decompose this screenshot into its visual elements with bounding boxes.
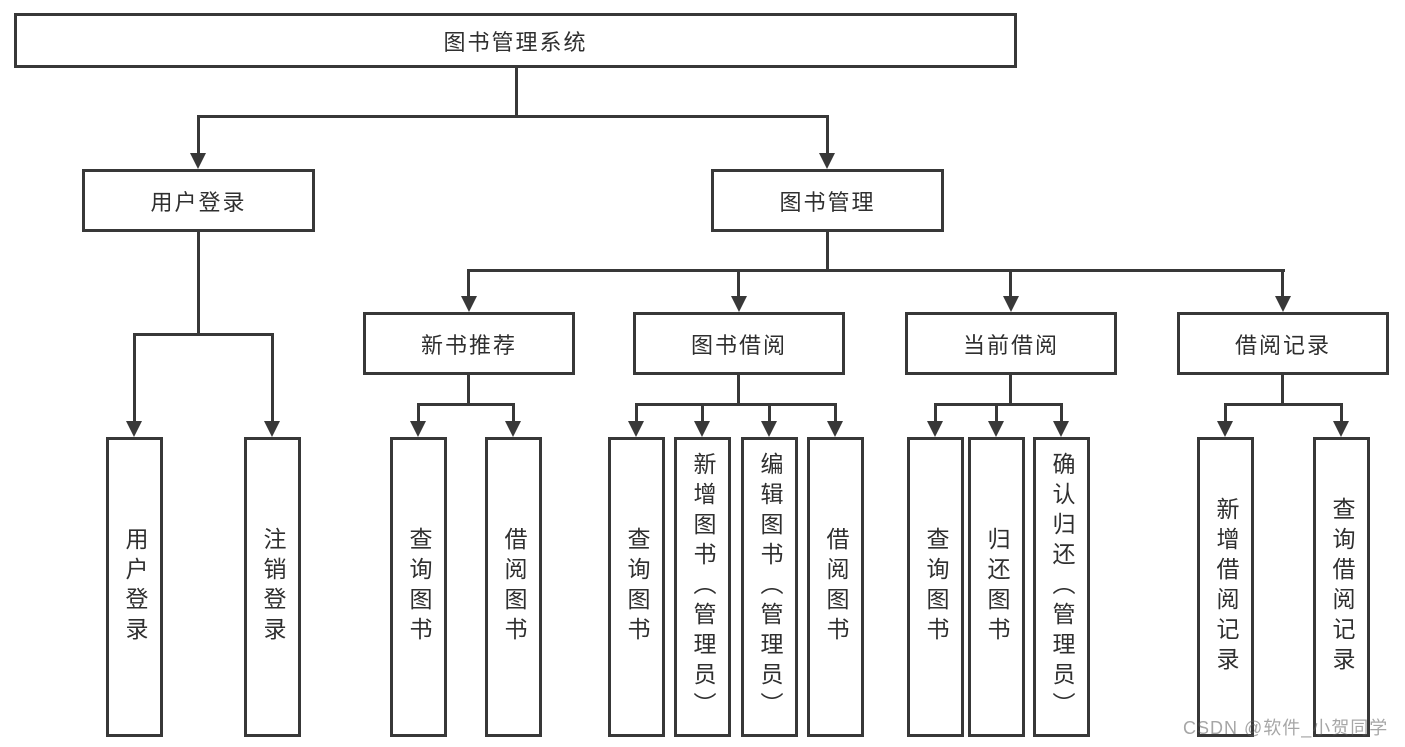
connector-cb-leaf3 xyxy=(1060,403,1063,424)
leaf-logout-label: 注销登录 xyxy=(260,527,286,647)
leaf-add-book-admin-label: 新增图书（管理员） xyxy=(690,452,716,722)
arrowhead-cb-leaf1 xyxy=(927,421,943,437)
connector-records-stem xyxy=(1281,375,1284,406)
connector-cb-leaf1 xyxy=(934,403,937,424)
arrowhead-new-book xyxy=(461,296,477,312)
leaf-query-books-borrowing: 查询图书 xyxy=(608,437,665,737)
connector-borrowing-stem xyxy=(737,375,740,406)
arrowhead-bb-leaf1 xyxy=(628,421,644,437)
leaf-confirm-return-admin-label: 确认归还（管理员） xyxy=(1049,452,1075,722)
connector-level1-bar xyxy=(197,115,829,118)
leaf-borrow-books-borrowing-label: 借阅图书 xyxy=(823,527,849,647)
leaf-user-login: 用户登录 xyxy=(106,437,163,737)
leaf-borrow-books-recommend-label: 借阅图书 xyxy=(501,527,527,647)
connector-bb-leaf3 xyxy=(768,403,771,424)
connector-newbook-stem xyxy=(467,375,470,406)
leaf-edit-book-admin: 编辑图书（管理员） xyxy=(741,437,798,737)
arrowhead-bb-leaf4 xyxy=(827,421,843,437)
connector-br-leaf2 xyxy=(1340,403,1343,424)
watermark: CSDN @软件_小贺同学 xyxy=(1183,718,1389,738)
connector-mgmt-stem xyxy=(826,231,829,272)
leaf-return-book-label: 归还图书 xyxy=(984,527,1010,647)
leaf-add-borrow-record: 新增借阅记录 xyxy=(1197,437,1254,737)
connector-to-borrow-records xyxy=(1281,269,1284,299)
connector-to-current-borrowing xyxy=(1009,269,1012,299)
arrowhead-cb-leaf2 xyxy=(988,421,1004,437)
connector-nb-leaf1 xyxy=(417,403,420,424)
leaf-query-books-borrowing-label: 查询图书 xyxy=(624,527,650,647)
arrowhead-nb-leaf1 xyxy=(410,421,426,437)
connector-nb-leaf2 xyxy=(512,403,515,424)
leaf-return-book: 归还图书 xyxy=(968,437,1025,737)
arrowhead-leaf-logout xyxy=(264,421,280,437)
connector-to-book-borrowing xyxy=(737,269,740,299)
connector-current-stem xyxy=(1009,375,1012,406)
connector-records-bar xyxy=(1224,403,1343,406)
leaf-query-borrow-record: 查询借阅记录 xyxy=(1313,437,1370,737)
arrowhead-current-borrowing xyxy=(1003,296,1019,312)
leaf-add-book-admin: 新增图书（管理员） xyxy=(674,437,731,737)
connector-borrowing-bar xyxy=(635,403,837,406)
arrowhead-bb-leaf3 xyxy=(761,421,777,437)
connector-current-bar xyxy=(934,403,1063,406)
connector-bb-leaf1 xyxy=(635,403,638,424)
node-root: 图书管理系统 xyxy=(14,13,1017,68)
connector-level3-bar xyxy=(467,269,1285,272)
leaf-query-books-current: 查询图书 xyxy=(907,437,964,737)
connector-newbook-bar xyxy=(417,403,515,406)
node-user-login: 用户登录 xyxy=(82,169,315,232)
node-new-book-recommendation: 新书推荐 xyxy=(363,312,575,375)
arrowhead-user-login xyxy=(190,153,206,169)
arrowhead-bb-leaf2 xyxy=(694,421,710,437)
connector-to-book-management xyxy=(826,115,829,157)
connector-to-new-book xyxy=(467,269,470,299)
node-current-borrowing: 当前借阅 xyxy=(905,312,1117,375)
leaf-query-borrow-record-label: 查询借阅记录 xyxy=(1329,497,1355,677)
connector-to-leaf-logout xyxy=(271,333,274,424)
leaf-borrow-books-borrowing: 借阅图书 xyxy=(807,437,864,737)
connector-cb-leaf2 xyxy=(995,403,998,424)
arrowhead-br-leaf2 xyxy=(1333,421,1349,437)
connector-login-bar xyxy=(133,333,274,336)
leaf-edit-book-admin-label: 编辑图书（管理员） xyxy=(757,452,783,722)
arrowhead-book-management xyxy=(819,153,835,169)
leaf-add-borrow-record-label: 新增借阅记录 xyxy=(1213,497,1239,677)
leaf-confirm-return-admin: 确认归还（管理员） xyxy=(1033,437,1090,737)
leaf-query-books-recommend: 查询图书 xyxy=(390,437,447,737)
node-book-borrowing: 图书借阅 xyxy=(633,312,845,375)
connector-bb-leaf2 xyxy=(701,403,704,424)
leaf-logout: 注销登录 xyxy=(244,437,301,737)
arrowhead-br-leaf1 xyxy=(1217,421,1233,437)
node-borrowing-records: 借阅记录 xyxy=(1177,312,1389,375)
arrowhead-cb-leaf3 xyxy=(1053,421,1069,437)
leaf-user-login-label: 用户登录 xyxy=(122,527,148,647)
connector-login-stem xyxy=(197,231,200,335)
arrowhead-borrow-records xyxy=(1275,296,1291,312)
node-book-management: 图书管理 xyxy=(711,169,944,232)
arrowhead-nb-leaf2 xyxy=(505,421,521,437)
arrowhead-book-borrowing xyxy=(731,296,747,312)
leaf-query-books-recommend-label: 查询图书 xyxy=(406,527,432,647)
connector-br-leaf1 xyxy=(1224,403,1227,424)
connector-to-leaf-user-login xyxy=(133,333,136,424)
leaf-query-books-current-label: 查询图书 xyxy=(923,527,949,647)
connector-to-user-login xyxy=(197,115,200,157)
connector-root-stem xyxy=(515,66,518,118)
connector-bb-leaf4 xyxy=(834,403,837,424)
arrowhead-leaf-user-login xyxy=(126,421,142,437)
leaf-borrow-books-recommend: 借阅图书 xyxy=(485,437,542,737)
